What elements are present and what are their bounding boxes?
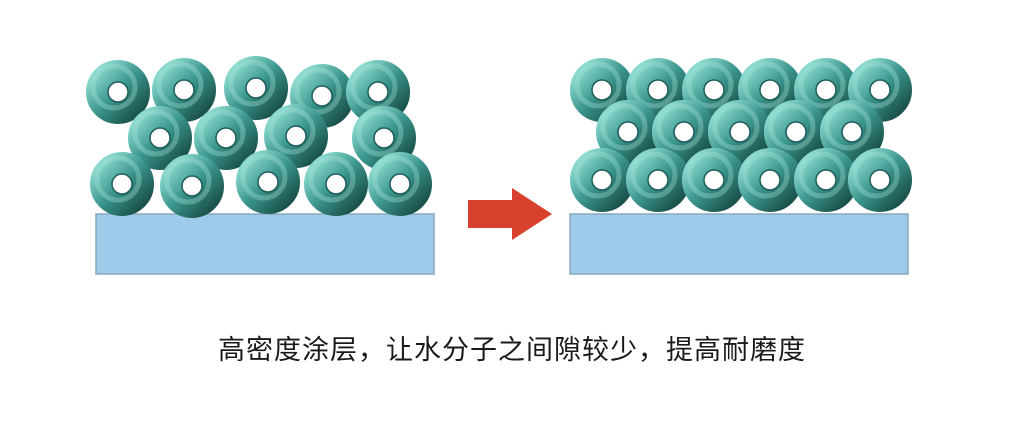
sparse-ring: [304, 152, 368, 216]
sparse-ring: [236, 150, 300, 214]
caption-text: 高密度涂层，让水分子之间隙较少，提高耐磨度: [218, 335, 806, 366]
sparse-ring: [352, 106, 416, 170]
dense-ring: [570, 58, 634, 122]
dense-ring: [682, 58, 746, 122]
right-substrate: [569, 213, 909, 275]
dense-ring: [738, 148, 802, 212]
dense-ring: [764, 100, 828, 164]
sparse-ring: [368, 152, 432, 216]
dense-ring-layer: [570, 58, 912, 212]
sparse-ring: [86, 60, 150, 124]
sparse-ring: [160, 154, 224, 218]
dense-ring: [626, 148, 690, 212]
sparse-ring: [152, 58, 216, 122]
dense-ring: [794, 58, 858, 122]
sparse-ring: [290, 64, 354, 128]
dense-ring: [596, 100, 660, 164]
sparse-ring: [264, 104, 328, 168]
dense-ring: [708, 100, 772, 164]
sparse-ring: [346, 60, 410, 124]
sparse-ring-layer: [86, 56, 432, 218]
coating-density-diagram: [86, 56, 912, 275]
sparse-ring: [194, 106, 258, 170]
dense-ring: [738, 58, 802, 122]
dense-ring: [652, 100, 716, 164]
dense-ring: [570, 148, 634, 212]
right-arrow-icon: [468, 188, 552, 240]
dense-ring: [794, 148, 858, 212]
sparse-ring: [128, 106, 192, 170]
dense-ring: [820, 100, 884, 164]
left-substrate: [95, 213, 435, 275]
sparse-ring: [90, 152, 154, 216]
dense-ring: [848, 58, 912, 122]
dense-ring: [682, 148, 746, 212]
dense-ring: [626, 58, 690, 122]
dense-ring: [848, 148, 912, 212]
sparse-ring: [224, 56, 288, 120]
